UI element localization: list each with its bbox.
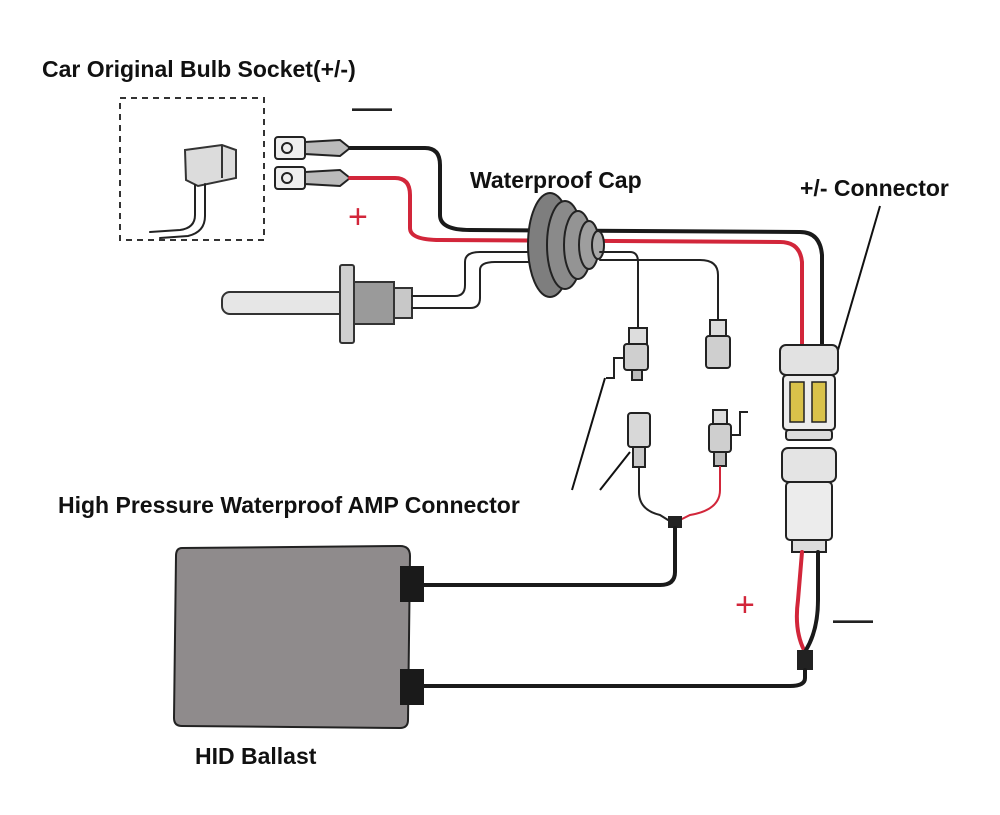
positive-wire-socket	[348, 176, 804, 347]
waterproof-cap	[527, 192, 605, 298]
ballast-positive-sign: +	[735, 586, 755, 624]
socket-negative-sign: —	[352, 85, 392, 129]
socket-positive-sign: +	[348, 198, 368, 236]
label-connector: +/- Connector	[800, 175, 949, 201]
hid-bulb	[221, 264, 413, 344]
car-bulb-socket	[119, 97, 265, 241]
label-hid-ballast: HID Ballast	[195, 743, 317, 769]
amp-connector-bottom-right	[708, 409, 748, 467]
hid-ballast	[172, 544, 424, 730]
label-car-original-bulb-socket: Car Original Bulb Socket(+/-)	[42, 56, 356, 82]
plus-minus-connector-bottom	[781, 447, 837, 553]
amp-connector-bottom-left	[627, 412, 651, 468]
spade-terminal-negative	[274, 136, 352, 160]
leader-amp-bottom	[599, 451, 631, 491]
label-amp-connector: High Pressure Waterproof AMP Connector	[58, 492, 520, 518]
plus-minus-connector-top	[779, 344, 839, 441]
amp-connector-top-right	[705, 319, 731, 369]
ballast-wire-splice	[797, 650, 813, 670]
leader-connector	[837, 205, 881, 351]
amp-connector-top-left	[606, 327, 649, 381]
spade-terminal-positive	[274, 166, 352, 190]
negative-wire-socket	[348, 146, 824, 347]
leader-amp-top	[571, 377, 606, 491]
amp-wire-splice	[668, 516, 682, 528]
label-waterproof-cap: Waterproof Cap	[470, 167, 642, 193]
ballast-negative-sign: —	[833, 597, 873, 641]
